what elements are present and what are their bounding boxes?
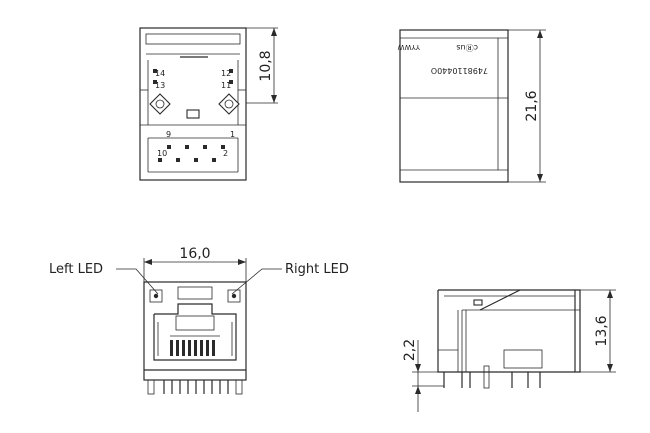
right-led-leader [231, 268, 282, 295]
date-code-text: YYWW [398, 43, 421, 51]
pin-label-9: 9 [166, 130, 171, 139]
right-led-window [227, 289, 241, 303]
bottom-leads [147, 379, 243, 395]
top-view: YYWW cⓇus 7498110440O 21,6 [398, 29, 546, 183]
pin-label-14: 14 [155, 69, 165, 78]
part-number-text: 7498110440O [431, 66, 488, 75]
dimension-pin-standoff: 2,2 [402, 339, 444, 412]
pin-label-1: 1 [230, 130, 235, 139]
left-led-window [149, 289, 163, 303]
side-leads [443, 365, 541, 389]
bottom-view: 14 13 12 11 9 1 10 2 10,8 [139, 27, 278, 181]
signal-pins [158, 145, 225, 162]
pin-hole [229, 69, 233, 73]
pin-label-2: 2 [223, 149, 228, 158]
dimension-side-length: 21,6 [508, 29, 546, 183]
dim-label-top-height: 10,8 [258, 50, 274, 81]
mounting-post-right [218, 93, 240, 115]
contact-fingers [170, 340, 215, 356]
pin-label-10: 10 [157, 149, 167, 158]
latch-window [186, 109, 200, 119]
right-led-label: Right LED [285, 262, 349, 277]
dimension-top-height: 10,8 [246, 27, 278, 104]
dim-label-side-height: 13,6 [594, 315, 610, 346]
pin-hole [153, 80, 157, 84]
pin-label-11: 11 [221, 81, 231, 90]
side-view: 13,6 2,2 [402, 289, 616, 412]
pin-hole [229, 80, 233, 84]
ul-mark-text: cⓇus [456, 43, 478, 52]
dimension-side-height: 13,6 [580, 289, 616, 373]
rj45-port-opening [153, 303, 237, 361]
dim-label-front-width: 16,0 [179, 246, 210, 262]
pin-label-12: 12 [221, 69, 231, 78]
left-led-leader [116, 268, 159, 295]
mounting-post-left [149, 93, 171, 115]
pin-label-13: 13 [155, 81, 165, 90]
dimension-front-width: 16,0 [143, 246, 247, 282]
dim-label-side-length: 21,6 [524, 90, 540, 121]
left-led-label: Left LED [49, 262, 103, 277]
front-view: 16,0 Left LED Right LED [49, 246, 349, 395]
dim-label-pin-standoff: 2,2 [402, 339, 418, 361]
side-latch [473, 299, 483, 306]
pin-hole [153, 69, 157, 73]
